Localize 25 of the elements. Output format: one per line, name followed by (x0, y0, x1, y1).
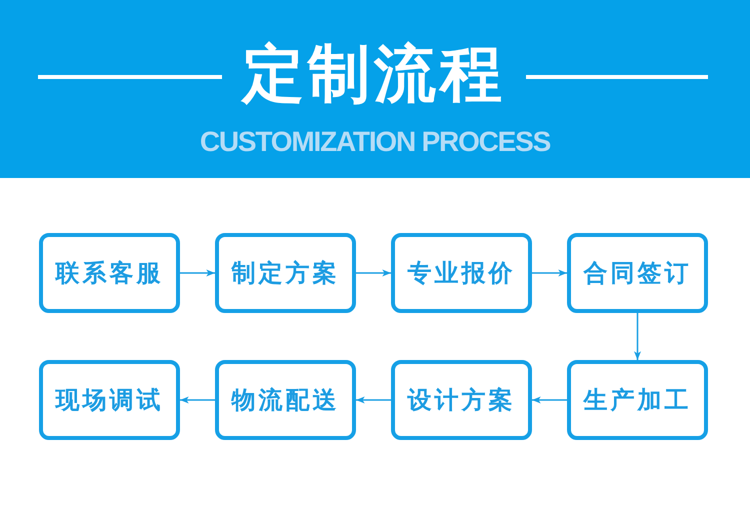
process-box (391, 233, 532, 313)
step-label: 合同签订 (584, 258, 692, 288)
subtitle: CUSTOMIZATION PROCESS (200, 125, 550, 159)
step-label: 设计方案 (408, 385, 516, 415)
arrow (356, 396, 391, 404)
arrow (532, 396, 567, 404)
arrow (180, 396, 215, 404)
process-box (567, 360, 708, 440)
step-label: 制定方案 (232, 258, 340, 288)
step-label: 物流配送 (232, 385, 340, 415)
arrow (532, 270, 567, 276)
step-label: 联系客服 (56, 258, 164, 288)
arrow (180, 270, 215, 276)
arrow (634, 313, 641, 360)
step-label: 现场调试 (56, 385, 164, 415)
title: 定制流程 (242, 36, 506, 112)
process-box (391, 360, 532, 440)
arrow (356, 270, 391, 276)
process-box (39, 360, 180, 440)
process-box (215, 233, 356, 313)
process-box (39, 233, 180, 313)
step-label: 专业报价 (408, 258, 516, 288)
step-label: 生产加工 (584, 385, 692, 415)
process-box (567, 233, 708, 313)
process-box (215, 360, 356, 440)
